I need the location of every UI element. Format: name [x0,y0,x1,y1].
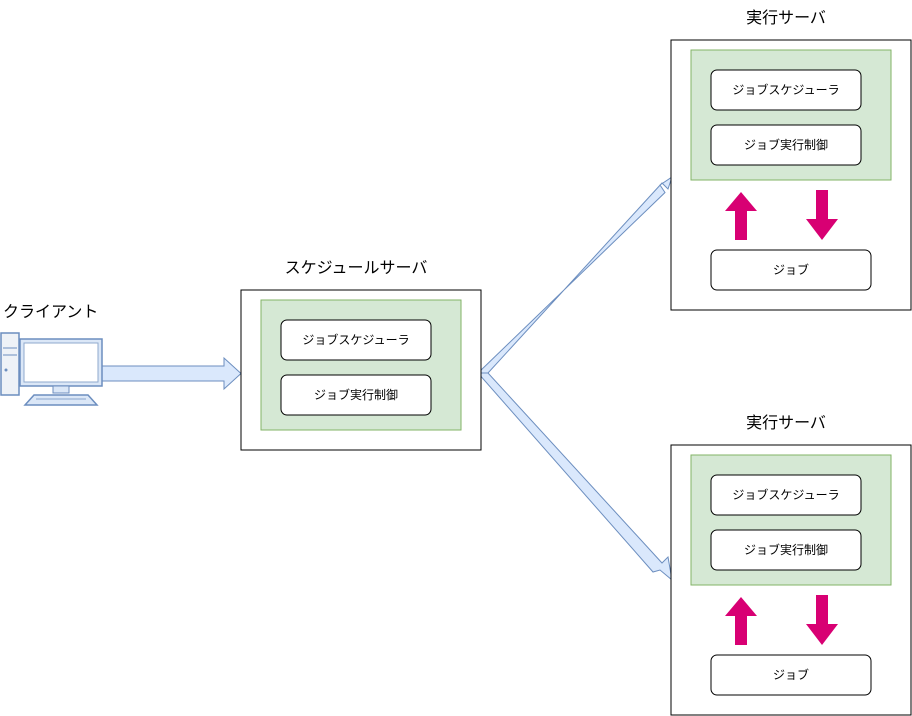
schedule-to-exec-bottom-arrow [476,372,673,582]
client-label: クライアント [3,302,98,321]
exec-server-top-title: 実行サーバ [746,8,826,27]
schedule-to-exec-top-arrow [476,175,673,374]
exec-server-top-exec-control-box [710,124,862,166]
exec-server-bottom-title: 実行サーバ [746,413,826,432]
exec-server-bottom-scheduler-box [710,474,862,516]
exec-server-top-job-box [710,249,872,291]
schedule-server-exec-control-label: ジョブ実行制御 [314,387,398,402]
exec-server-bottom-exec-control-box [710,529,862,571]
exec-server-top-exec-control-label: ジョブ実行制御 [744,137,828,152]
exec-server-top-scheduler-label: ジョブスケジューラ [732,82,839,97]
client: クライアント [0,302,103,406]
exec-server-top-job-label: ジョブ [773,262,809,277]
exec-server-bottom-down-arrow [806,595,838,645]
exec-server-bottom-job-label: ジョブ [773,667,809,682]
exec-server-bottom-scheduler-label: ジョブスケジューラ [732,487,839,502]
exec-server-top-scheduler-box [710,69,862,111]
flow-arrows [101,175,673,582]
schedule-server-scheduler-label: ジョブスケジューラ [302,332,409,347]
exec-server-bottom-exec-control-label: ジョブ実行制御 [744,542,828,557]
schedule-server-exec-control-box [280,374,432,416]
exec-server-top-up-arrow [725,192,757,240]
exec-server-bottom-up-arrow [725,597,757,645]
schedule-server: スケジュールサーバ ジョブスケジューラ ジョブ実行制御 [240,258,482,451]
client-to-schedule-arrow [101,356,242,391]
exec-server-bottom: 実行サーバ ジョブスケジューラ ジョブ実行制御 ジョブ [670,413,912,716]
exec-server-top: 実行サーバ ジョブスケジューラ ジョブ実行制御 ジョブ [670,8,912,311]
exec-server-top-down-arrow [806,190,838,240]
schedule-server-scheduler-box [280,319,432,361]
exec-server-bottom-job-box [710,654,872,696]
schedule-server-title: スケジュールサーバ [285,258,428,277]
desktop-computer-icon [0,332,103,406]
